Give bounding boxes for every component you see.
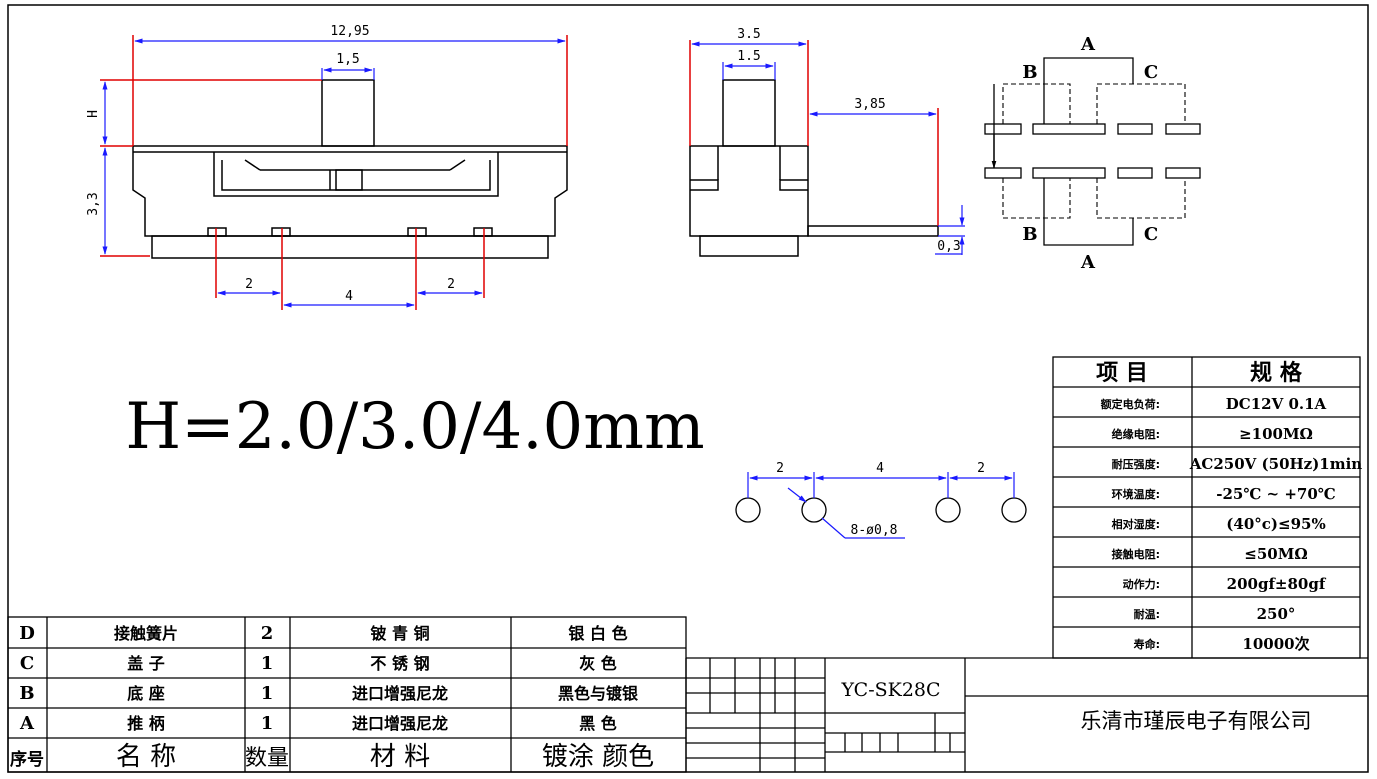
dim-h-label: H [86,110,101,118]
front-view [132,79,568,259]
spec-item-value: 10000次 [1242,635,1309,653]
spec-item-value: 200gf±80gf [1227,575,1327,593]
spec-item-value: 250° [1257,605,1296,623]
drawing-border [7,4,1369,773]
side-dimension-lines [691,41,965,255]
bom-material-cell: 铍 青 铜 [370,624,429,643]
bom-qty-cell: 2 [261,623,274,644]
dim-actuator-width-front: 1,5 [336,52,359,67]
side-view [689,79,939,257]
spec-item-label: 环境温度: [1112,487,1160,501]
bom-name-cell: 盖 子 [127,654,165,673]
pcb-dim-left: 2 [776,461,784,476]
bom-material-cell: 不 锈 钢 [370,654,429,673]
dim-pin-pitch-right: 2 [447,277,455,292]
pcb-hole-note: 8-ø0,8 [851,523,898,538]
spec-item-label: 动作力: [1123,577,1160,591]
schematic-label-a-top: A [1080,34,1096,55]
schematic-label-c-top: C [1144,62,1158,83]
bom-rows: D 接触簧片 2 铍 青 铜 银 白 色 C 盖 子 1 不 锈 钢 灰 色 B 底 座 1 进口增强尼龙… [19,623,639,734]
spec-item-value: DC12V 0.1A [1226,395,1327,413]
bom-name-cell: 推 柄 [127,714,165,733]
spec-item-value: (40°c)≤95% [1226,515,1325,533]
spec-header-item: 项 目 [1096,361,1148,386]
bom-header-finish: 镀涂 颜色 [542,742,654,772]
dim-pin-length: 3,85 [854,97,885,112]
spec-item-label: 耐温: [1134,607,1160,621]
dim-pin-pitch-left: 2 [245,277,253,292]
spec-item-value: ≤50MΩ [1244,545,1307,563]
schematic-label-a-bottom: A [1080,252,1096,273]
pcb-layout [735,497,1027,523]
model-number: YC-SK28C [840,679,940,701]
spec-item-value: AC250V (50Hz)1min [1189,455,1363,473]
front-extension-lines [100,35,568,310]
bom-header-qty: 数量 [245,746,289,771]
spec-header-spec: 规 格 [1250,360,1303,386]
bom-id-cell: A [19,713,35,734]
spec-item-label: 寿命: [1134,637,1160,651]
side-extension-lines [689,40,939,226]
bom-id-cell: B [19,683,34,704]
spec-item-label: 耐压强度: [1112,457,1160,471]
spec-item-label: 接触电阻: [1112,547,1160,561]
spec-item-label: 额定电负荷: [1101,397,1160,411]
title-block-grid [685,657,1368,772]
bom-finish-cell: 黑色与镀银 [558,684,639,703]
schematic-label-b-top: B [1022,62,1037,83]
schematic-label-b-bottom: B [1022,224,1037,245]
bom-header-material: 材 料 [370,742,430,772]
bom-material-cell: 进口增强尼龙 [352,714,448,733]
bom-finish-cell: 黑 色 [579,714,617,733]
dim-actuator-width-side: 1.5 [737,49,760,64]
bom-qty-cell: 1 [261,683,274,704]
height-note: H=2.0/3.0/4.0mm [125,390,704,464]
company-name: 乐清市瑾辰电子有限公司 [1081,709,1312,733]
dim-body-width-side: 3.5 [737,27,760,42]
bom-id-cell: D [19,623,35,644]
circuit-schematic-dashed [1002,83,1186,219]
dim-body-height: 3,3 [86,192,101,215]
bom-header-id: 序号 [10,749,44,770]
bom-qty-cell: 1 [261,713,274,734]
spec-item-label: 绝缘电阻: [1112,427,1160,441]
pcb-dimension-lines [747,472,1015,539]
bom-material-cell: 进口增强尼龙 [352,684,448,703]
circuit-schematic [984,57,1201,246]
schematic-label-c-bottom: C [1144,224,1158,245]
bom-header-name: 名 称 [116,742,176,772]
dim-pin-thickness: 0,3 [937,239,960,254]
pcb-dim-right: 2 [977,461,985,476]
spec-item-value: -25℃ ~ +70℃ [1216,485,1336,503]
pcb-dim-mid: 4 [876,461,884,476]
bom-name-cell: 底 座 [127,684,165,703]
bom-finish-cell: 银 白 色 [568,624,627,643]
front-dimension-lines [102,38,566,308]
dim-total-length: 12,95 [330,24,369,39]
bom-qty-cell: 1 [261,653,274,674]
bom-id-cell: C [20,653,34,674]
spec-rows: 额定电负荷: DC12V 0.1A 绝缘电阻: ≥100MΩ 耐压强度: AC250V (… [1101,395,1363,653]
bom-name-cell: 接触簧片 [114,624,178,643]
spec-item-label: 相对湿度: [1112,517,1160,531]
bom-finish-cell: 灰 色 [579,654,617,673]
spec-item-value: ≥100MΩ [1239,425,1313,443]
dim-pin-pitch-mid: 4 [345,289,353,304]
